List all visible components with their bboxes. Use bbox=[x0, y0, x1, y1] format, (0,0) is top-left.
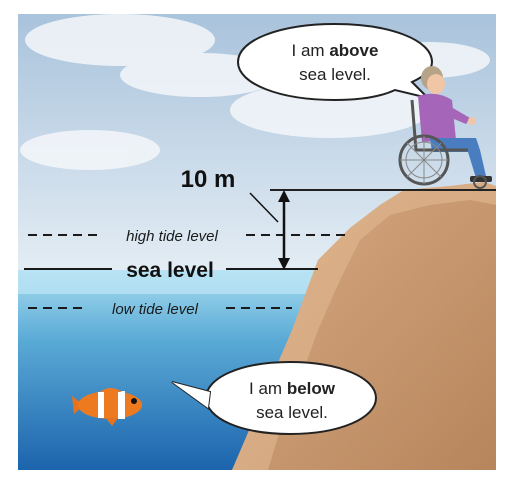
svg-text:I am above: I am above bbox=[292, 41, 379, 60]
bubble-above-prefix: I am bbox=[292, 41, 330, 60]
bubble-above-line2: sea level. bbox=[299, 65, 371, 84]
low-tide-label: low tide level bbox=[112, 301, 199, 318]
speech-bubble-above: I am above sea level. bbox=[238, 24, 432, 100]
bubble-below-line2: sea level. bbox=[256, 403, 328, 422]
high-tide-label: high tide level bbox=[126, 228, 218, 245]
bubble-below-bold: below bbox=[287, 379, 336, 398]
sea-level-label: sea level bbox=[126, 259, 214, 282]
height-label: 10 m bbox=[181, 166, 236, 193]
bubble-below-prefix: I am bbox=[249, 379, 287, 398]
svg-text:I am below: I am below bbox=[249, 379, 336, 398]
bubble-above-bold: above bbox=[329, 41, 378, 60]
